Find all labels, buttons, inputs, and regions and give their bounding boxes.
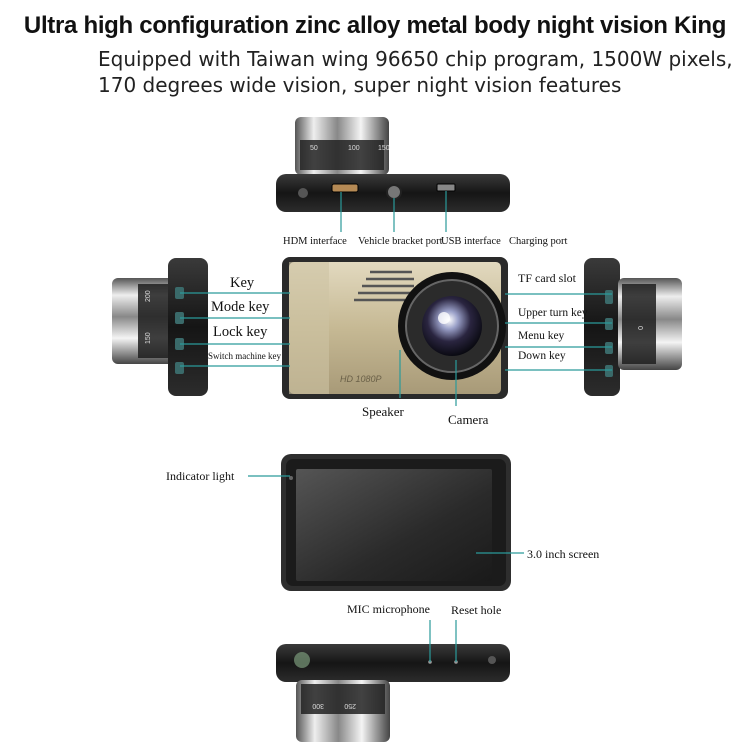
back-view — [281, 454, 511, 591]
label-lock-key: Lock key — [213, 324, 268, 340]
middle-callouts — [180, 292, 612, 406]
left-body — [168, 258, 208, 396]
label-camera: Camera — [448, 412, 489, 427]
bottom-lens-mark-2: 300 — [312, 702, 324, 709]
front-lens-glass — [422, 296, 482, 356]
lens-marks: 50 100 150 200 150 0 250 300 HD 1080P — [145, 145, 643, 709]
left-side-view — [112, 258, 208, 396]
left-lens-mark-1: 200 — [145, 290, 152, 302]
subtitle-line-2: 170 degrees wide vision, super night vis… — [98, 73, 622, 97]
right-side-view — [584, 258, 682, 396]
back-callouts — [248, 475, 524, 554]
label-hdmi-interface: HDM interface — [283, 236, 347, 247]
page-subtitle: Equipped with Taiwan wing 96650 chip pro… — [98, 46, 733, 98]
right-lens-mark-1: 0 — [636, 326, 643, 330]
bracket-port — [386, 184, 402, 200]
label-switch-machine-key: Switch machine key — [208, 351, 281, 361]
label-speaker: Speaker — [362, 404, 404, 419]
page-title: Ultra high configuration zinc alloy meta… — [23, 12, 727, 39]
label-reset-hole: Reset hole — [451, 603, 502, 617]
label-menu-key: Menu key — [518, 330, 565, 342]
bottom-lens-mark-1: 250 — [344, 702, 356, 709]
label-vehicle-bracket-port: Vehicle bracket port — [358, 236, 443, 247]
bottom-body — [276, 644, 510, 682]
label-mode-key: Mode key — [211, 299, 270, 315]
label-tf-card-slot: TF card slot — [518, 271, 576, 285]
label-upper-turn-key: Upper turn key — [518, 307, 588, 319]
label-key: Key — [230, 275, 255, 291]
left-lens-mark-2: 150 — [145, 332, 152, 344]
label-usb-interface: USB interface — [441, 236, 501, 247]
top-callouts — [340, 191, 447, 232]
label-down-key: Down key — [518, 350, 566, 362]
top-lens-mark-3: 150 — [378, 145, 390, 152]
right-body — [584, 258, 620, 396]
top-lens-mark-2: 100 — [348, 145, 360, 152]
label-charging-port: Charging port — [509, 236, 568, 247]
bottom-view — [276, 644, 510, 742]
label-mic-microphone: MIC microphone — [347, 602, 430, 616]
subtitle-line-1: Equipped with Taiwan wing 96650 chip pro… — [98, 47, 733, 71]
label-screen-size: 3.0 inch screen — [527, 547, 600, 561]
front-view — [282, 257, 508, 399]
top-lens-mark-1: 50 — [310, 145, 318, 152]
back-screen — [296, 469, 492, 581]
indicator-led — [289, 476, 293, 480]
label-indicator-light: Indicator light — [166, 469, 235, 483]
front-badge: HD 1080P — [340, 374, 382, 384]
hdmi-port — [331, 183, 359, 193]
usb-port — [436, 183, 456, 192]
top-view — [276, 117, 510, 212]
bottom-callouts — [429, 620, 457, 662]
speaker-grille — [354, 270, 414, 302]
